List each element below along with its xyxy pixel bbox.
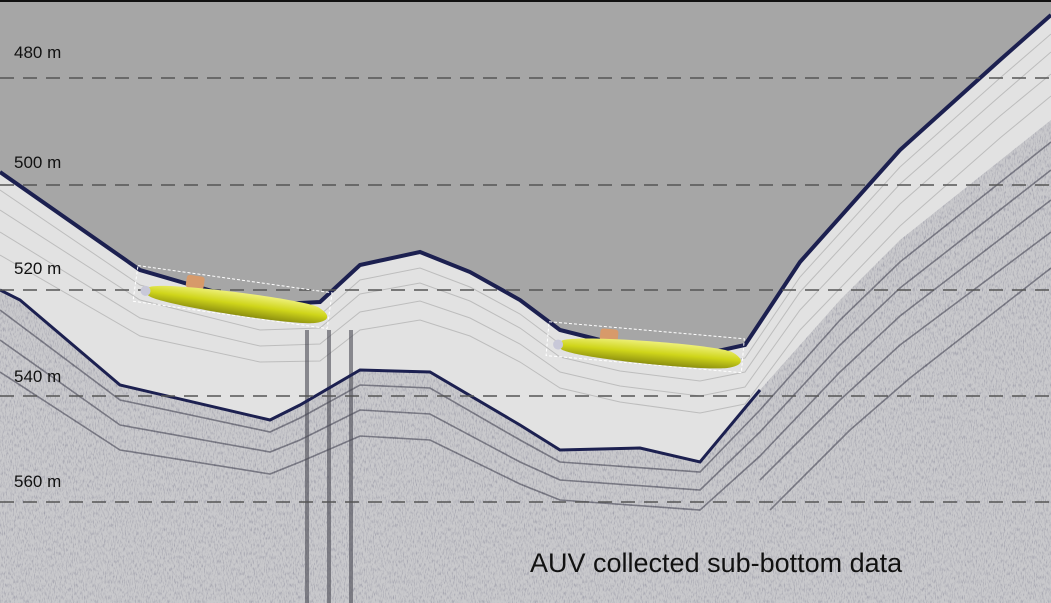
depth-label-480: 480 m <box>14 43 62 62</box>
depth-label-540: 540 m <box>14 367 62 386</box>
depth-gridlines <box>0 77 1051 503</box>
depth-label-560: 560 m <box>14 472 62 491</box>
auv-vehicle <box>545 321 745 374</box>
top-border <box>0 0 1051 2</box>
depth-label-500: 500 m <box>14 153 62 172</box>
sub-bottom-reflectors <box>0 141 1051 511</box>
vertical-artifacts <box>305 330 353 603</box>
depth-label-520: 520 m <box>14 259 62 278</box>
auv-vehicle <box>132 265 333 330</box>
caption: AUV collected sub-bottom data <box>530 548 903 578</box>
lower-reflector-line <box>0 288 762 464</box>
